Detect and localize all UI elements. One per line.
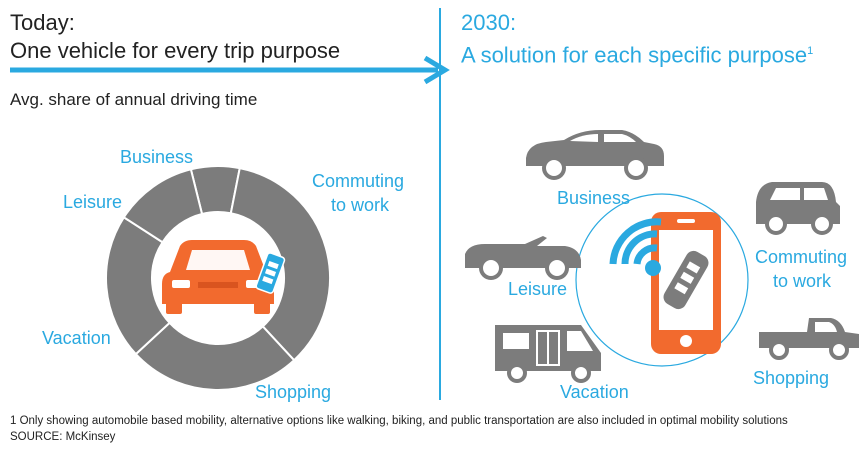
donut-label-commuting-line2: to work	[331, 195, 390, 215]
solution-label-commuting-line2: to work	[773, 271, 832, 291]
donut-slice-commuting-to-work	[229, 166, 331, 362]
timeline-arrow-head	[423, 55, 450, 85]
solution-label-commuting-line1: Commuting	[755, 247, 848, 267]
chart-subtitle: Avg. share of annual driving time	[10, 90, 258, 109]
solution-label-business: Business	[557, 188, 631, 208]
mobility-solutions-illustration	[465, 130, 859, 383]
smartphone-icon	[651, 212, 721, 354]
solution-label-leisure: Leisure	[508, 279, 568, 299]
left-title-line1: Today:	[10, 10, 75, 35]
solution-label-vacation: Vacation	[560, 382, 629, 402]
phone-halo-ring	[575, 193, 749, 367]
car-with-phone-key-icon	[162, 240, 286, 314]
footnote: 1 Only showing automobile based mobility…	[10, 415, 788, 427]
donut-label-commuting-line1: Commuting	[312, 171, 405, 191]
donut-label-shopping: Shopping	[255, 382, 332, 402]
left-title-line2: One vehicle for every trip purpose	[10, 38, 341, 63]
wifi-signal-icon	[609, 218, 662, 276]
right-title-line2: A solution for each specific purpose1	[461, 38, 813, 68]
camper-van-icon	[495, 325, 601, 383]
donut-slice-leisure	[122, 168, 204, 244]
convertible-icon	[465, 236, 581, 280]
donut-label-business: Business	[120, 147, 194, 167]
footnote-marker: 1	[807, 45, 814, 57]
right-title-text: A solution for each specific purpose	[461, 42, 808, 68]
donut-slices	[105, 165, 331, 391]
right-title-line1: 2030:	[461, 10, 517, 35]
donut-chart	[105, 165, 331, 391]
donut-label-vacation: Vacation	[42, 328, 111, 348]
pickup-truck-icon	[759, 318, 859, 360]
digital-key-icon	[663, 250, 709, 310]
panel-divider	[439, 8, 441, 400]
sedan-icon	[526, 130, 664, 180]
solution-label-shopping: Shopping	[753, 368, 830, 388]
timeline-arrow	[10, 55, 450, 85]
donut-label-leisure: Leisure	[63, 192, 123, 212]
small-car-icon	[756, 182, 840, 235]
source-note: SOURCE: McKinsey	[10, 431, 116, 443]
